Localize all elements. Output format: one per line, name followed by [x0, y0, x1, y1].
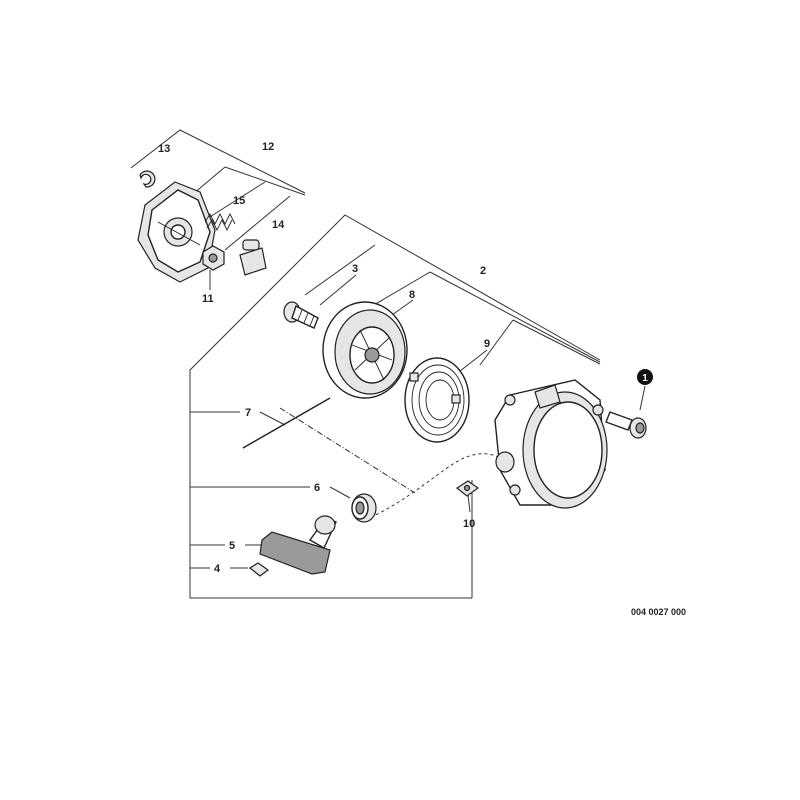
callout-12: 12 — [262, 141, 274, 153]
callout-15: 15 — [233, 195, 245, 207]
callout-11: 11 — [202, 293, 214, 305]
part-8-rope-pulley — [322, 301, 408, 399]
part-10-square-nut — [455, 480, 480, 497]
callout-3: 3 — [352, 263, 358, 275]
part-1-bolt — [605, 411, 647, 439]
part-3-screw — [283, 301, 319, 329]
callout-1-badge: 1 — [637, 369, 653, 385]
part-9-recoil-spring — [404, 357, 470, 443]
part-14-pawl — [239, 239, 267, 276]
part-12-pulley-housing — [137, 181, 216, 283]
callout-9: 9 — [484, 338, 490, 350]
callout-1: 1 — [642, 373, 648, 384]
callout-7: 7 — [245, 407, 251, 419]
part-2-starter-case — [494, 379, 608, 509]
callout-8: 8 — [409, 289, 415, 301]
part-4-clip — [248, 562, 270, 577]
part-7-rope — [242, 397, 331, 449]
callout-2: 2 — [480, 265, 486, 277]
part-13-circlip — [139, 170, 156, 188]
callout-6: 6 — [314, 482, 320, 494]
callout-labels: 13 12 15 14 11 3 2 8 9 7 6 10 5 4 — [158, 141, 490, 575]
callout-13: 13 — [158, 143, 170, 155]
part-6-bushing — [351, 493, 377, 523]
callout-10: 10 — [463, 518, 475, 530]
callout-14: 14 — [272, 219, 285, 231]
callout-4: 4 — [214, 563, 221, 575]
part-11-nut — [202, 245, 225, 271]
part-5-starter-handle — [259, 515, 337, 575]
document-number: 004 0027 000 — [631, 607, 686, 617]
part-15-spring — [204, 212, 236, 232]
callout-5: 5 — [229, 540, 235, 552]
